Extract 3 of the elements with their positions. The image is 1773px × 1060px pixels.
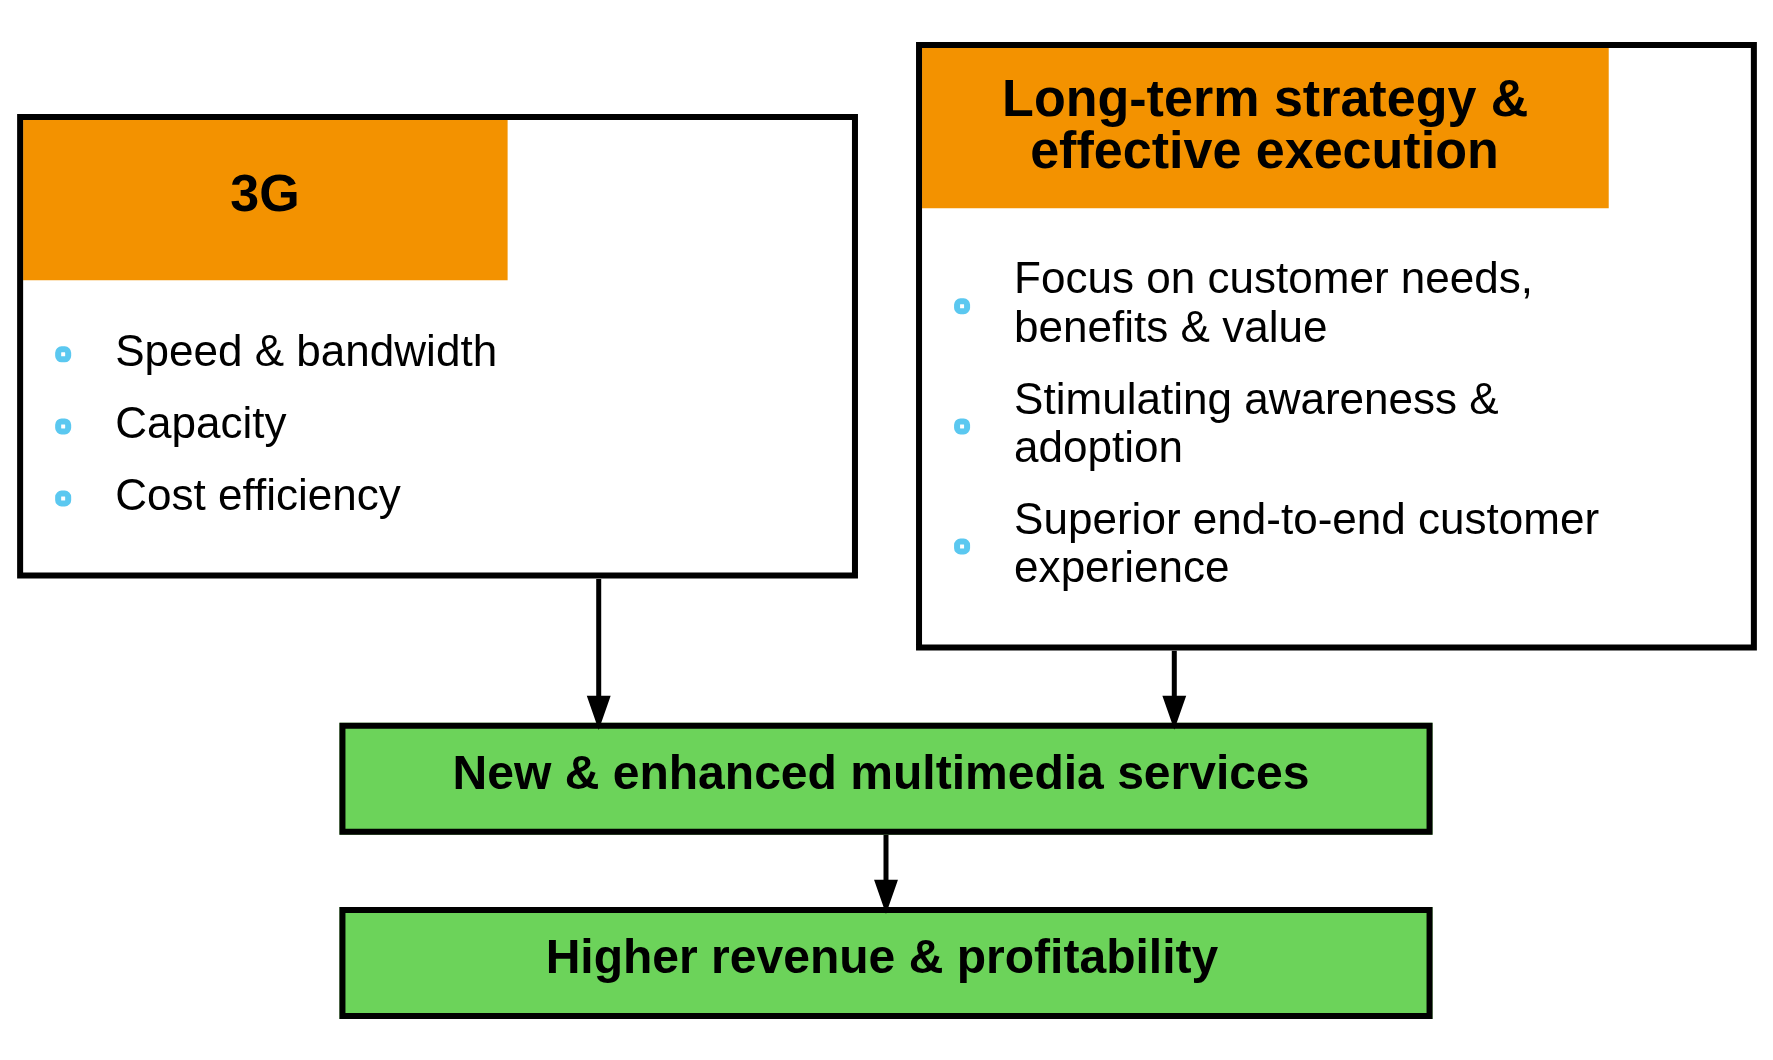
arrow xyxy=(586,578,611,730)
arrow xyxy=(1161,650,1186,730)
arrow xyxy=(873,834,898,914)
